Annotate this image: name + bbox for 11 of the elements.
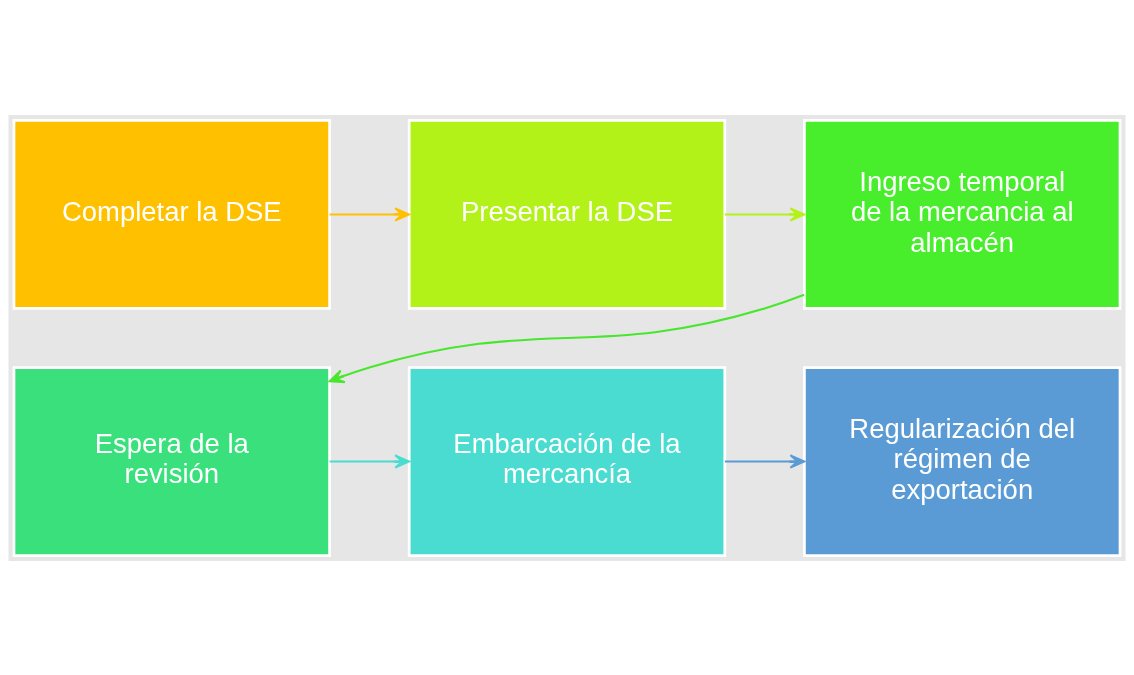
arrow [724, 206, 806, 222]
node-box: Presentar la DSE [407, 118, 727, 310]
node-box: Ingreso temporal de la mercancia al almacén [803, 118, 1122, 310]
arrow [328, 293, 805, 383]
arrow [329, 206, 410, 222]
node-box: Regularización del régimen de exportación [803, 365, 1122, 557]
node-box: Espera de la revisión [12, 365, 331, 557]
node-box: Completar la DSE [12, 118, 331, 310]
arrow [724, 453, 806, 469]
node-box: Embarcación de la mercancía [407, 365, 727, 557]
arrow [329, 453, 410, 469]
